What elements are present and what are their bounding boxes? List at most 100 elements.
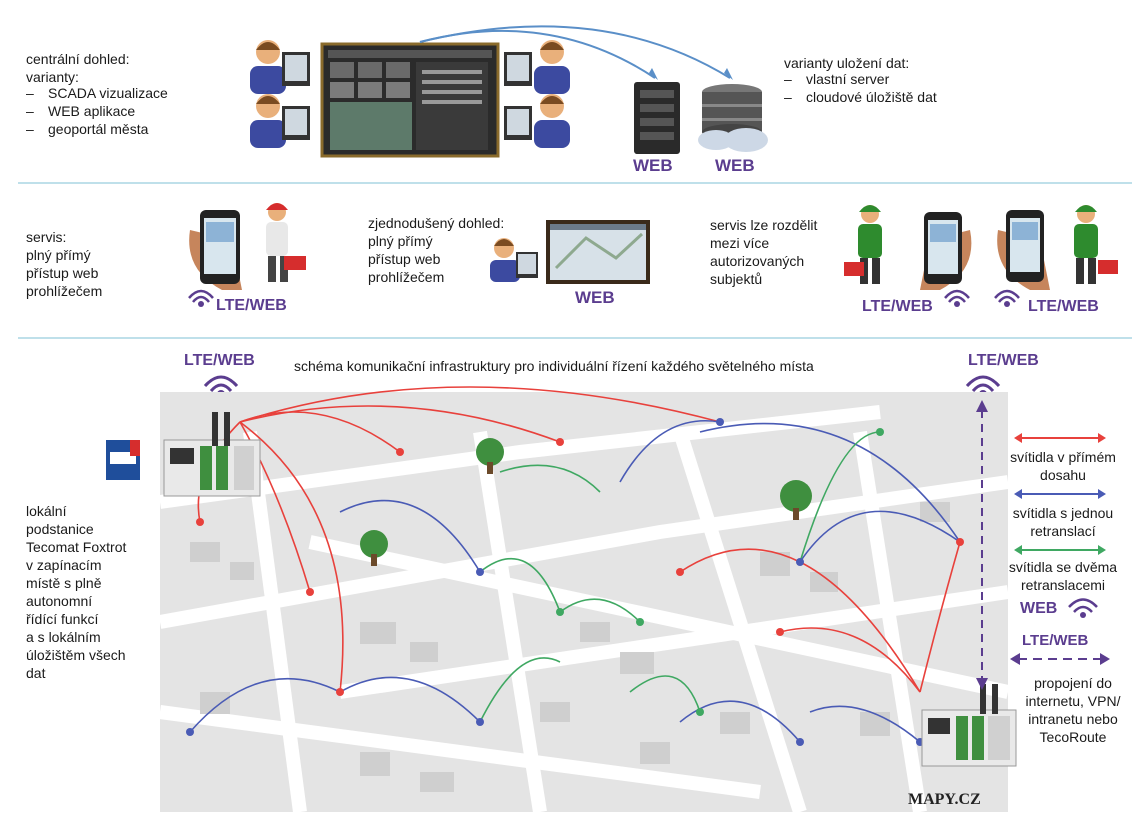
- screen-server-link: [419, 25, 733, 80]
- central-supervision-title: centrální dohled: varianty:: [26, 51, 130, 85]
- tree-icon: [780, 480, 812, 520]
- double-relay-link-arc: [799, 431, 881, 563]
- building-blocks: [190, 502, 950, 792]
- arrow-head: [649, 68, 658, 80]
- lamp-icon: [476, 568, 484, 576]
- lamp-icon: [636, 618, 644, 626]
- server-web-label: WEB: [633, 156, 673, 175]
- lamp-markers: [186, 418, 964, 746]
- split-service-text: servis lze rozdělit mezi více autorizova…: [710, 217, 818, 287]
- double-relay-link-arc: [499, 464, 601, 493]
- service-phone-illustration: [189, 203, 306, 290]
- control-room-illustration: [250, 40, 570, 158]
- tree-icon: [360, 530, 388, 566]
- lamp-icon: [796, 558, 804, 566]
- substation-controller: [163, 412, 261, 497]
- direct-link-arc: [779, 627, 921, 693]
- lamp-icon: [196, 518, 204, 526]
- wifi-icon: [994, 289, 1020, 307]
- schema-title: schéma komunikační infrastruktury pro in…: [294, 358, 814, 374]
- service-text: servis: plný přímý přístup web prohlížeč…: [26, 229, 103, 299]
- legend-blue-text: svítidla s jednou retranslací: [1012, 505, 1114, 539]
- legend-internet-text: propojení do internetu, VPN/ intranetu n…: [1025, 675, 1121, 745]
- legend-web-label: WEB: [1020, 600, 1058, 617]
- legend-red-text: svítidla v přímém dosahu: [1010, 449, 1116, 483]
- lamp-icon: [696, 708, 704, 716]
- lamp-icon: [396, 448, 404, 456]
- internet-lte-label: LTE/WEB: [968, 352, 1039, 369]
- lamp-icon: [556, 438, 564, 446]
- relay-link-arc: [809, 705, 921, 743]
- relay-link-arc: [339, 676, 481, 723]
- relay-link-arc: [189, 677, 341, 733]
- direct-link-arc: [239, 411, 401, 453]
- lamp-icon: [476, 718, 484, 726]
- double-relay-link-arc: [479, 557, 561, 613]
- antenna-icon: [980, 684, 986, 714]
- sd-card-icon: [106, 440, 140, 480]
- wifi-icon: [944, 289, 970, 307]
- storage-item: vlastní server: [784, 70, 937, 88]
- direct-link-arc: [239, 386, 721, 423]
- legend-lte-label: LTE/WEB: [1022, 632, 1089, 649]
- double-hop-links: [479, 431, 881, 723]
- substation-text: lokální podstanice Tecomat Foxtrot v zap…: [26, 503, 127, 681]
- service-phone-illustration: [844, 205, 972, 290]
- cloud-storage-icon: [698, 84, 768, 152]
- split-lte-label-2: LTE/WEB: [1028, 298, 1099, 315]
- service-phone-illustration: [997, 205, 1118, 290]
- legend-internet-arrow: [1010, 653, 1110, 665]
- tree-icon: [476, 438, 504, 474]
- wifi-icon: [188, 289, 214, 307]
- variant-item: SCADA vizualizace: [26, 84, 168, 102]
- map-provider-logo: MAPY.CZ: [908, 791, 981, 808]
- relay-link-arc: [339, 499, 481, 573]
- single-hop-links: [189, 420, 961, 743]
- double-relay-link-arc: [559, 598, 641, 623]
- data-storage-title: varianty uložení dat:: [784, 55, 910, 71]
- service-lte-label: LTE/WEB: [216, 297, 287, 314]
- lamp-icon: [336, 688, 344, 696]
- lamp-icon: [876, 428, 884, 436]
- substation-lte-label: LTE/WEB: [184, 352, 255, 369]
- city-map: MAPY.CZ: [158, 386, 1010, 815]
- relay-link-arc: [799, 510, 961, 563]
- split-lte-label-1: LTE/WEB: [862, 298, 933, 315]
- cloud-web-label: WEB: [715, 156, 755, 175]
- simple-web-label: WEB: [575, 288, 615, 307]
- storage-item: cloudové úložiště dat: [784, 88, 937, 106]
- simple-supervision-text: zjednodušený dohled: plný přímý přístup …: [368, 215, 505, 285]
- direct-link-arc: [239, 421, 344, 693]
- operator-icon: [504, 94, 570, 148]
- variant-item: geoportál města: [26, 120, 168, 138]
- lamp-icon: [186, 728, 194, 736]
- central-supervision-variants: SCADA vizualizace WEB aplikace geoportál…: [26, 84, 168, 138]
- legend-green-arrow: [1014, 545, 1106, 555]
- arrow-head: [724, 68, 733, 80]
- lamp-icon: [306, 588, 314, 596]
- lamp-icon: [776, 628, 784, 636]
- link-line-server: [419, 29, 656, 79]
- direct-link-arc: [239, 421, 311, 593]
- relay-link-arc: [619, 420, 721, 483]
- relay-link-arc: [699, 422, 961, 543]
- data-storage-variants: vlastní server cloudové úložiště dat: [784, 70, 937, 106]
- simple-supervision-illustration: [490, 220, 650, 284]
- scada-screen-icon: [320, 42, 500, 158]
- wifi-icon: [1068, 598, 1098, 618]
- lamp-icon: [796, 738, 804, 746]
- legend-red-arrow: [1014, 433, 1106, 443]
- link-line-cloud: [419, 25, 731, 79]
- section-divider: [18, 337, 1132, 339]
- relay-link-arc: [679, 700, 801, 743]
- lamp-icon: [676, 568, 684, 576]
- internet-link-line: [976, 400, 988, 690]
- operator-icon: [504, 40, 570, 94]
- internet-gateway-controller: [921, 684, 1017, 767]
- double-relay-link-arc: [629, 675, 701, 713]
- legend-blue-arrow: [1014, 489, 1106, 499]
- antenna-icon: [992, 684, 998, 714]
- lamp-icon: [716, 418, 724, 426]
- operator-icon: [250, 94, 310, 148]
- lamp-icon: [556, 608, 564, 616]
